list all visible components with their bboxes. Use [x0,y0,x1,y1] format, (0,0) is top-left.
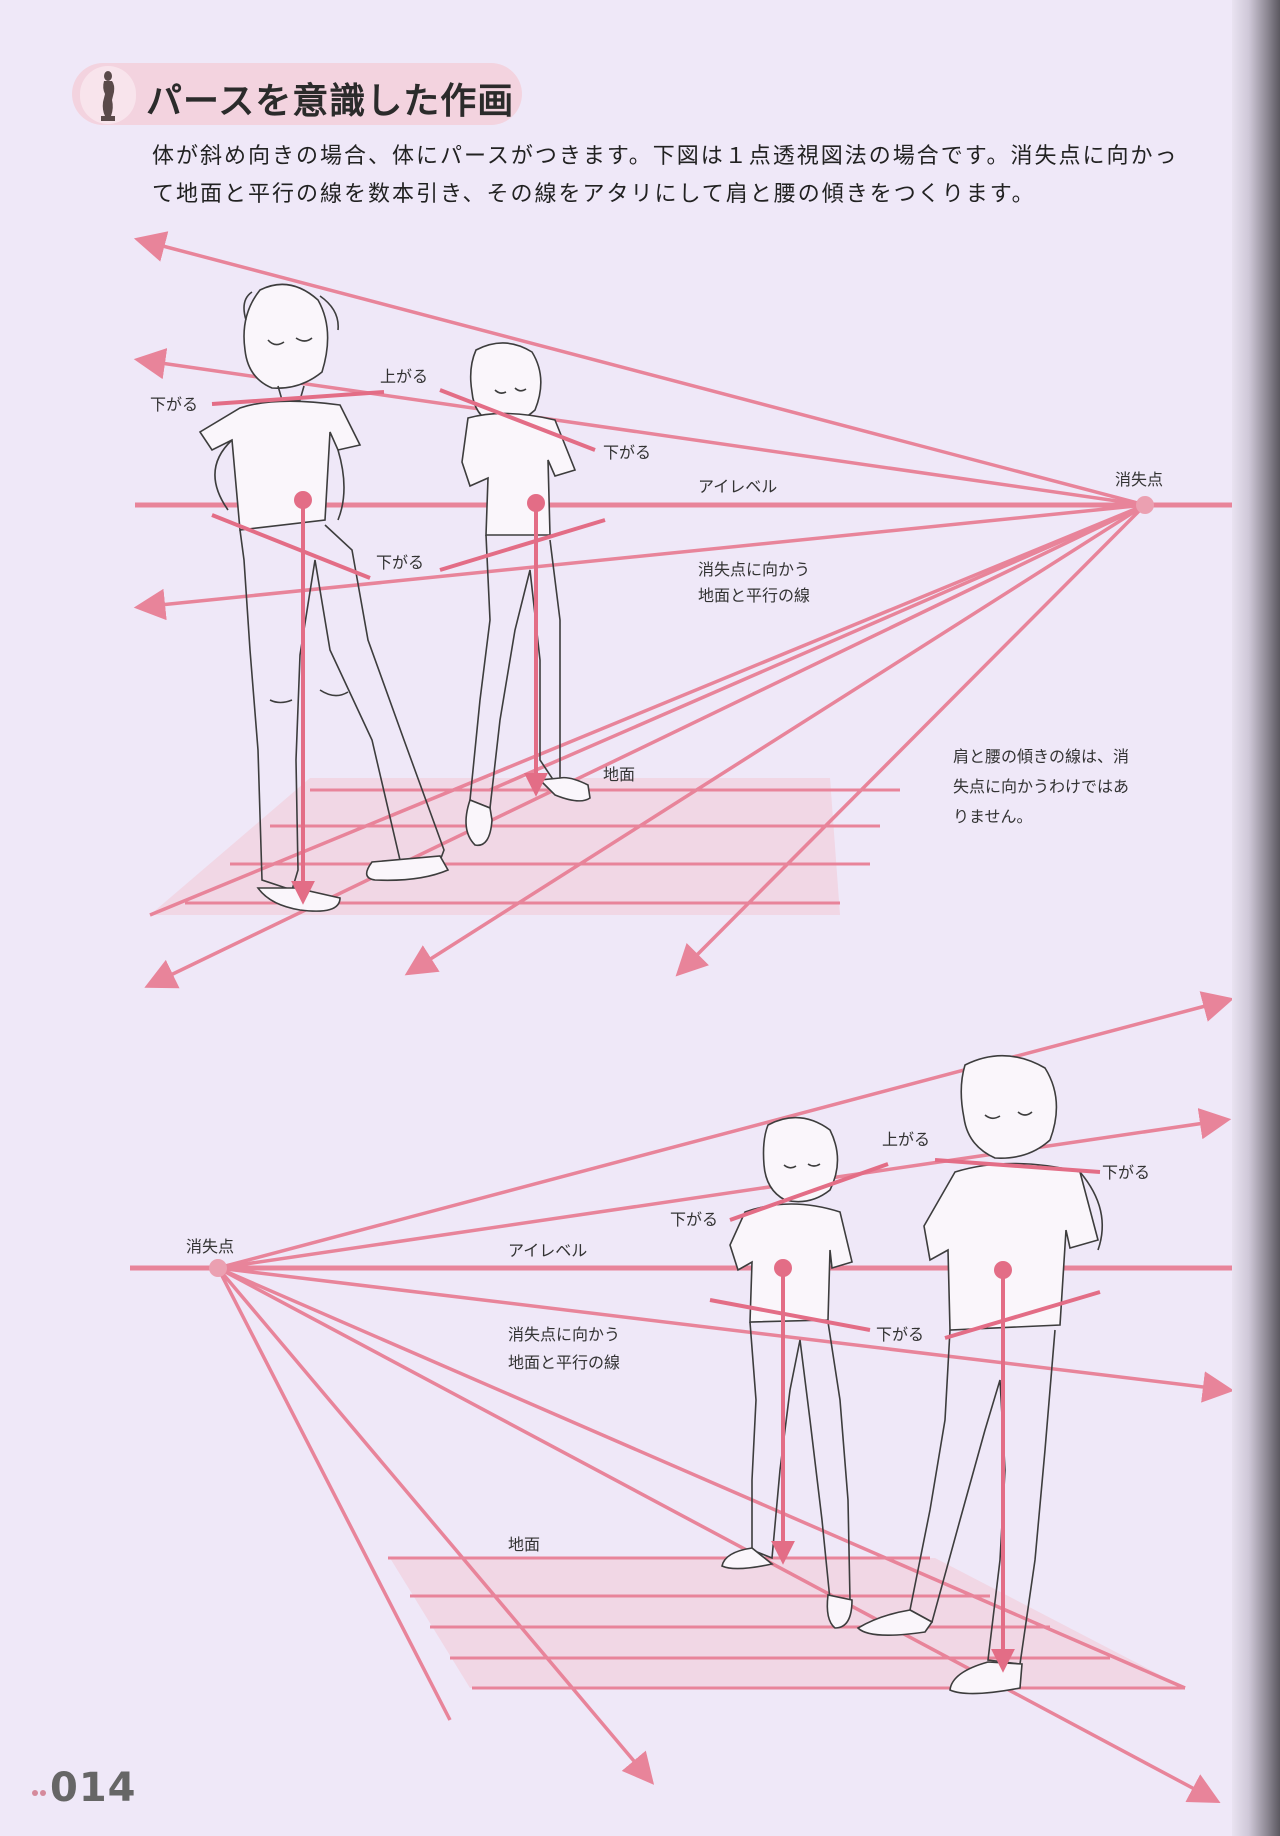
note-line: 肩と腰の傾きの線は、消 [953,747,1129,766]
label-eye-level: アイレベル [508,1241,587,1260]
page-number-dot [32,1790,38,1796]
gravity-dot [994,1261,1012,1279]
label-shoulder-down: 下がる [603,443,651,462]
label-ground: 地面 [508,1535,540,1554]
gravity-dot [774,1259,792,1277]
book-page: パースを意識した作画 体が斜め向きの場合、体にパースがつきます。下図は１点透視図… [0,0,1232,1836]
diagram-1: 下がる 上がる 下がる 下がる アイレベル 消失点 消失点に向かう 地面と平行の… [133,231,1232,989]
note-line: 失点に向かうわけではあ [953,777,1129,796]
venus-statue-icon [80,66,136,124]
ground-plane [150,778,840,915]
label-parallel-lines: 消失点に向かう [698,560,810,579]
note-line: りません。 [953,807,1033,826]
vanishing-point-dot [1136,496,1154,514]
label-shoulder-down: 下がる [1102,1163,1150,1182]
label-shoulder-down: 下がる [150,395,198,414]
gravity-lines [771,1268,1015,1673]
perspective-diagrams: 下がる 上がる 下がる 下がる アイレベル 消失点 消失点に向かう 地面と平行の… [130,231,1232,1803]
label-shoulder-up: 上がる [380,367,428,386]
tilt-lines [709,1158,1101,1340]
label-parallel-lines: 消失点に向かう [508,1325,620,1344]
intro-line-2: て地面と平行の線を数本引き、その線をアタリにして肩と腰の傾きをつくります。 [152,182,1036,207]
page-title: パースを意識した作画 [146,81,515,122]
label-shoulder-up: 上がる [882,1130,930,1149]
diagram-2: 下がる 上がる 下がる 下がる アイレベル 消失点 消失点に向かう 地面と平行の… [130,991,1232,1803]
vanishing-point-dot [209,1259,227,1277]
page-number-dot [40,1790,46,1796]
label-vanishing-point: 消失点 [186,1237,234,1256]
vanishing-lines [216,991,1232,1803]
label-waist-down: 下がる [876,1325,924,1344]
ground-plane [390,1558,1185,1688]
figure-b [461,342,591,847]
page-number: 014 [50,1765,137,1811]
tilt-lines [211,388,606,580]
label-waist-down: 下がる [376,553,424,572]
figure-c [721,1116,853,1629]
label-vanishing-point: 消失点 [1115,470,1163,489]
figure-a [198,283,450,912]
label-parallel-lines: 地面と平行の線 [508,1353,620,1372]
label-ground: 地面 [603,765,635,784]
section-heading [72,63,522,125]
gravity-dot [294,491,312,509]
label-shoulder-down: 下がる [670,1210,718,1229]
gravity-dot [527,494,545,512]
gravity-lines [291,500,548,905]
intro-line-1: 体が斜め向きの場合、体にパースがつきます。下図は１点透視図法の場合です。消失点に… [152,144,1179,169]
label-eye-level: アイレベル [698,477,777,496]
book-spine-shadow [1232,0,1280,1836]
label-parallel-lines: 地面と平行の線 [698,586,810,605]
